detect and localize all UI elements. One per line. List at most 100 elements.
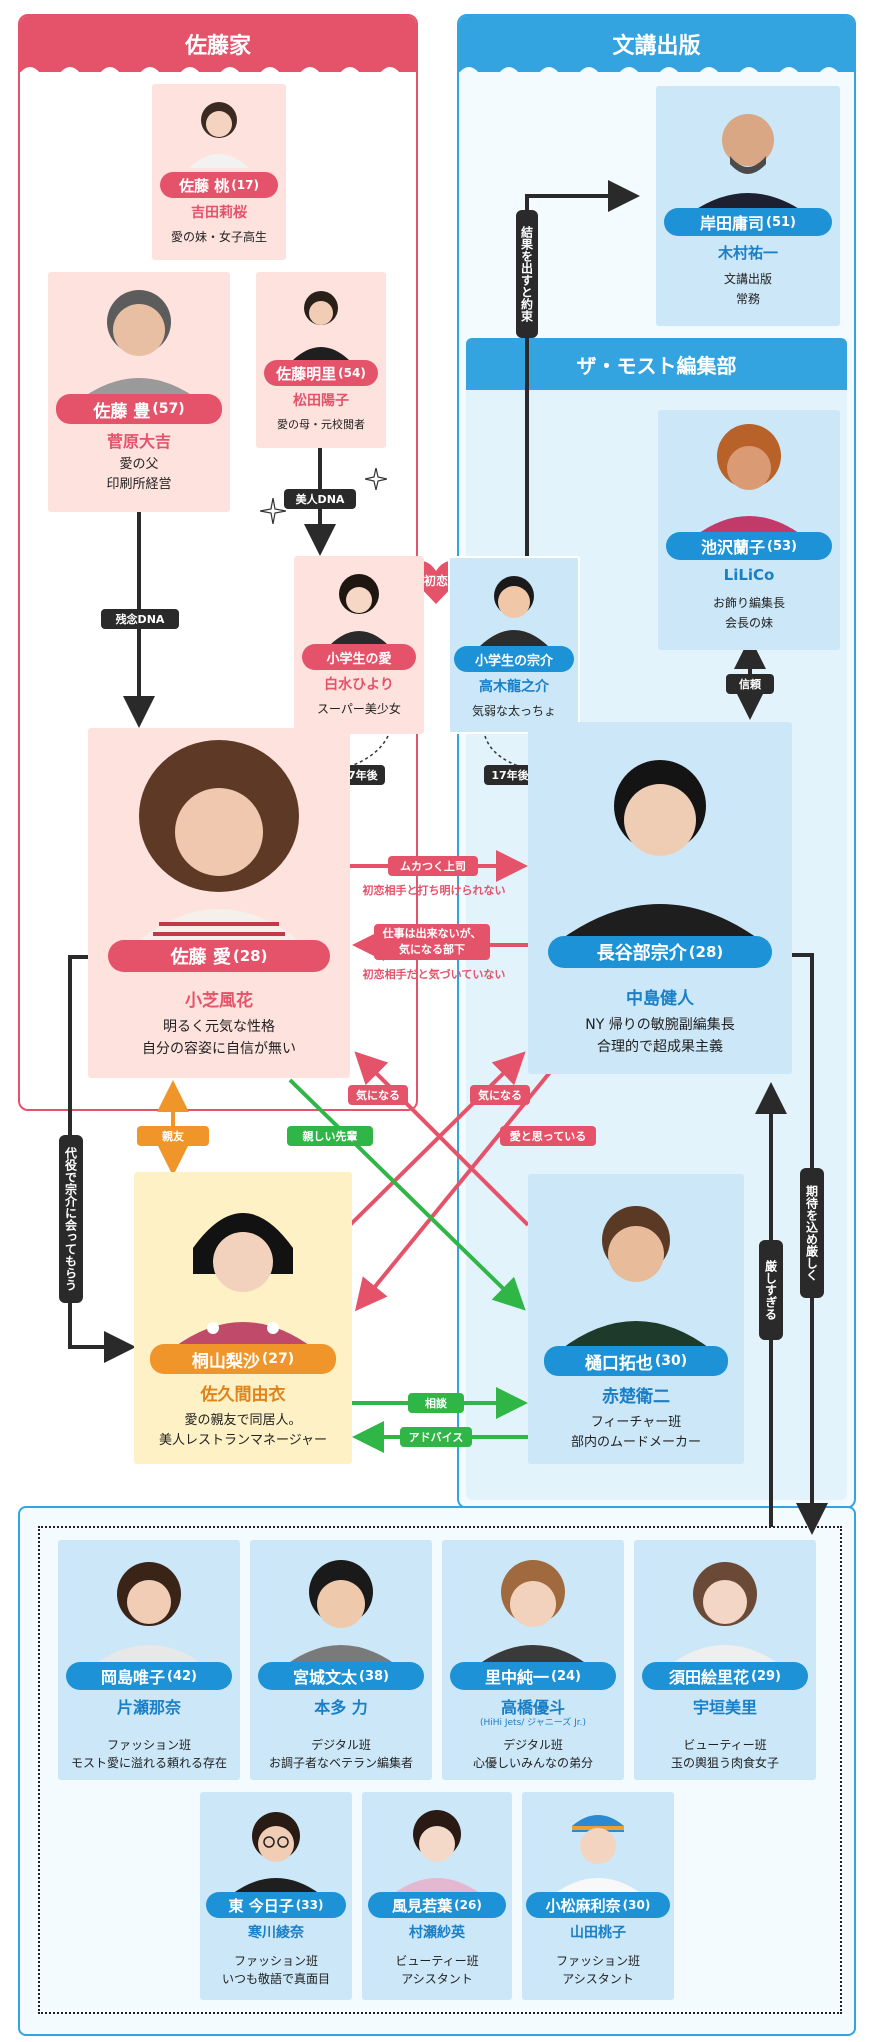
char-desc: ビューティー班 xyxy=(683,1738,767,1752)
char-name: 小学生の宗介 xyxy=(474,653,553,669)
char-desc: 美人レストランマネージャー xyxy=(158,1433,328,1448)
char-desc: デジタル班 xyxy=(503,1738,563,1752)
cant-confess-note: 初恋相手と打ち明けられない xyxy=(362,884,506,897)
card-ikezawa: 池沢蘭子(53) LiLiCo お飾り編集長 会長の妹 xyxy=(658,410,840,650)
beauty-dna-label: 美人DNA xyxy=(284,489,356,509)
char-desc: 愛の親友で同居人。 xyxy=(184,1413,302,1428)
sato-family-header: 佐藤家 xyxy=(20,16,420,73)
name-badge-azuma: 東 今日子(33) xyxy=(206,1892,346,1918)
char-age: (26) xyxy=(454,1898,482,1912)
name-badge-risa: 桐山梨沙(27) xyxy=(150,1344,336,1374)
char-desc: 常務 xyxy=(735,292,760,306)
portrait-icon xyxy=(479,1560,587,1664)
card-okajima: 岡島唯子(42) 片瀬那奈 ファッション班 モスト愛に溢れる頼れる存在 xyxy=(58,1540,240,1780)
actor-name: 山田桃子 xyxy=(570,1925,626,1941)
card-sosuke: 長谷部宗介(28) 中島健人 NY 帰りの敏腕副編集長 合理的で超成果主義 xyxy=(528,722,792,1074)
char-name: 樋口拓也 xyxy=(584,1353,653,1374)
bad-dna-label: 残念DNA xyxy=(101,609,179,629)
actor-name: 片瀬那奈 xyxy=(116,1698,181,1717)
actor-name: 高橋優斗 xyxy=(500,1698,565,1717)
name-badge-momo: 佐藤 桃(17) xyxy=(160,172,278,198)
char-desc: NY 帰りの敏腕副編集長 xyxy=(585,1017,735,1033)
char-name: 須田絵里花 xyxy=(669,1668,750,1687)
char-desc: 文講出版 xyxy=(723,272,772,286)
portrait-icon xyxy=(82,290,196,398)
char-age: (28) xyxy=(688,943,724,961)
char-name: 佐藤 豊 xyxy=(93,401,151,422)
char-desc: アシスタント xyxy=(562,1972,634,1986)
thinks-ai-label: 愛と思っている xyxy=(500,1126,596,1146)
advice-label: アドバイス xyxy=(400,1427,472,1447)
substitute-label: 代役で宗介に会ってもらう xyxy=(59,1135,83,1303)
name-badge-takuya: 樋口拓也(30) xyxy=(544,1346,728,1376)
actor-name: 寒川綾奈 xyxy=(248,1925,304,1941)
char-name: 佐藤 桃 xyxy=(179,176,230,195)
actor-name: 小芝風花 xyxy=(185,991,253,1011)
char-age: (51) xyxy=(766,214,796,230)
char-desc: フィーチャー班 xyxy=(590,1415,682,1430)
card-komatsu: 小松麻利奈(30) 山田桃子 ファッション班 アシスタント xyxy=(522,1792,674,2000)
char-age: (54) xyxy=(338,366,366,380)
name-badge-miyagi: 宮城文太(38) xyxy=(258,1662,424,1690)
char-age: (29) xyxy=(751,1668,781,1684)
actor-name: 菅原大吉 xyxy=(106,432,171,451)
actor-name: 木村祐一 xyxy=(717,244,778,262)
char-name: 桐山梨沙 xyxy=(191,1351,260,1372)
portrait-icon xyxy=(95,1562,203,1664)
char-name: 小松麻利奈 xyxy=(545,1896,621,1915)
strict-hope-label: 期待を込め厳しく xyxy=(800,1168,824,1298)
the-most-header: ザ・モスト編集部 xyxy=(466,338,847,390)
char-age: (33) xyxy=(295,1898,324,1912)
char-name: 岸田庸司 xyxy=(700,214,765,233)
card-azuma: 東 今日子(33) 寒川綾奈 ファッション班 いつも敬語で真面目 xyxy=(200,1792,352,2000)
card-suda: 須田絵里花(29) 宇垣美里 ビューティー班 玉の輿狙う肉食女子 xyxy=(634,1540,816,1780)
char-age: (28) xyxy=(232,947,268,965)
the-most-title: ザ・モスト編集部 xyxy=(576,353,737,378)
portrait-icon xyxy=(695,424,803,536)
char-desc: 心優しいみんなの弟分 xyxy=(472,1756,593,1770)
char-desc: 合理的で超成果主義 xyxy=(597,1039,723,1055)
name-badge-yutaka: 佐藤 豊(57) xyxy=(56,394,222,424)
char-desc: 愛の母・元校閲者 xyxy=(277,418,365,431)
card-kishida: 岸田庸司(51) 木村祐一 文講出版 常務 xyxy=(656,86,840,326)
actor-name: 宇垣美里 xyxy=(692,1698,757,1717)
portrait-icon xyxy=(554,1815,642,1894)
trust-label: 信頼 xyxy=(726,674,774,694)
incompetent-label: 仕事は出来ないが、 気になる部下 xyxy=(374,924,490,960)
actor-name: 村瀬紗英 xyxy=(409,1925,465,1941)
char-desc: ファッション班 xyxy=(106,1738,191,1752)
actor-name: 吉田莉桜 xyxy=(191,205,247,221)
close-senior-label: 親しい先輩 xyxy=(287,1126,373,1146)
portrait-icon xyxy=(671,1562,779,1664)
name-badge-kishida: 岸田庸司(51) xyxy=(664,208,832,236)
incompetent-line-1: 仕事は出来ないが、 xyxy=(382,927,482,940)
card-risa: 桐山梨沙(27) 佐久間由衣 愛の親友で同居人。 美人レストランマネージャー xyxy=(134,1172,352,1464)
char-desc: 愛の父 xyxy=(119,457,159,472)
card-momo: 佐藤 桃(17) 吉田莉桜 愛の妹・女子高生 xyxy=(152,84,286,260)
actor-name: 佐久間由衣 xyxy=(200,1385,286,1405)
portrait-icon xyxy=(189,102,249,168)
portrait-icon xyxy=(287,1560,395,1664)
card-yutaka: 佐藤 豊(57) 菅原大吉 愛の父 印刷所経営 xyxy=(48,272,230,512)
portrait-icon xyxy=(135,740,303,944)
char-name: 里中純一 xyxy=(485,1668,550,1687)
annoying-boss-label: ムカつく上司 xyxy=(388,856,478,876)
portrait-icon xyxy=(480,576,548,646)
char-name: 宮城文太 xyxy=(293,1668,358,1687)
portrait-icon xyxy=(293,291,349,360)
char-desc: お調子者なベテラン編集者 xyxy=(268,1756,413,1770)
name-badge-sosuke: 長谷部宗介(28) xyxy=(548,936,772,968)
actor-name: 高木龍之介 xyxy=(479,679,549,695)
actor-name: LiLiCo xyxy=(723,566,775,584)
char-desc: 気弱な太っちょ xyxy=(471,704,556,718)
char-name: 佐藤 愛 xyxy=(170,947,231,968)
card-kazami: 風見若葉(26) 村瀬紗英 ビューティー班 アシスタント xyxy=(362,1792,512,2000)
actor-name: 白水ひより xyxy=(324,677,394,693)
name-badge-suda: 須田絵里花(29) xyxy=(642,1662,808,1690)
unaware-note: 初恋相手だと気づいていない xyxy=(362,968,506,981)
staff-dotted-border xyxy=(38,1526,842,2014)
actor-note: (HiHi Jets/ ジャニーズ Jr.) xyxy=(479,1718,587,1728)
char-desc: ファッション班 xyxy=(555,1954,640,1968)
char-desc: モスト愛に溢れる頼れる存在 xyxy=(70,1756,227,1770)
